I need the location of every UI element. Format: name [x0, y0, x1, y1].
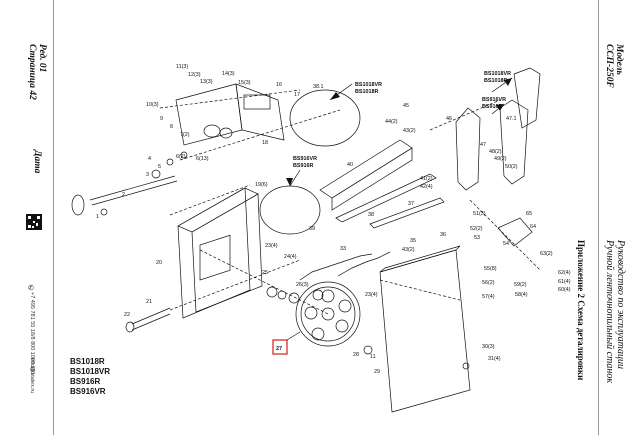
part-label: 65 — [526, 211, 532, 217]
part-label: 58(4) — [515, 292, 528, 298]
model-code: BS916VR — [70, 387, 106, 396]
part-label: 26(3) — [296, 282, 309, 288]
part-label: 53 — [474, 235, 480, 241]
part-label: 63(2) — [540, 251, 553, 257]
part-label: 19(6) — [255, 182, 268, 188]
part-label: 16 — [276, 82, 282, 88]
part-label: 46 — [446, 116, 452, 122]
part-label: 10(3) — [146, 102, 159, 108]
model-code: BS1018R — [70, 357, 105, 366]
qr-code-icon — [26, 214, 42, 230]
part-label: 15(3) — [238, 80, 251, 86]
part-label: 23(4) — [265, 243, 278, 249]
callout-mid-1: BS916VR — [293, 156, 317, 162]
callout-right2-2: BS916R — [482, 104, 502, 110]
callout-group: BS1018VR BS1018R BS916VR BS916R BS1018VR… — [276, 71, 511, 352]
part-label: 47 — [480, 142, 486, 148]
pulley-wheel — [295, 281, 361, 347]
highlighted-part-label: 27 — [276, 346, 282, 352]
part-label: 60(4) — [558, 287, 571, 293]
callout-right-1: BS1018VR — [484, 71, 511, 77]
part-label: 56(2) — [482, 280, 495, 286]
part-label: 48(2) — [489, 149, 502, 155]
part-label: 41(2) — [420, 176, 433, 182]
part-label: 8 — [170, 124, 173, 130]
part-labels: 11(3)12(3)13(3) 14(3)15(3) 16 17 18 10(3) 9 8 7(… — [96, 64, 571, 375]
part-label: 7(2) — [180, 132, 190, 138]
part-label: 12(3) — [188, 72, 201, 78]
model-code-list: BS1018R BS1018VR BS916R BS916VR — [70, 357, 110, 397]
part-label: 54 — [503, 241, 509, 247]
part-label: 2 — [122, 192, 125, 198]
model-code: BS916R — [70, 377, 101, 386]
model-code: BS1018VR — [70, 367, 111, 376]
part-label: 43(2) — [402, 247, 415, 253]
part-label: 57(4) — [482, 294, 495, 300]
part-label: 35 — [410, 238, 416, 244]
right-margin-rule — [598, 0, 599, 435]
part-label: 42(4) — [420, 184, 433, 190]
part-label: 43(2) — [403, 128, 416, 134]
part-label: 6(2) — [176, 154, 186, 160]
part-label: 49(2) — [494, 156, 507, 162]
callout-right2-1: BS916VR — [482, 97, 506, 103]
part-label: 22 — [124, 312, 130, 318]
part-label: 36 — [440, 232, 446, 238]
part-label: 13(3) — [200, 79, 213, 85]
part-label: 14(3) — [222, 71, 235, 77]
part-label: 52(2) — [470, 226, 483, 232]
part-label: 37 — [408, 201, 414, 207]
part-label: 47.1 — [506, 116, 517, 122]
part-label: 44(2) — [385, 119, 398, 125]
part-label: 23(4) — [365, 292, 378, 298]
callout-mid-2: BS916R — [293, 163, 313, 169]
callout-top-2: BS1018R — [355, 89, 378, 95]
callout-top-1: BS1018VR — [355, 82, 382, 88]
part-label: 30(3) — [482, 344, 495, 350]
part-label: 51(3) — [473, 211, 486, 217]
part-label: 21 — [146, 299, 152, 305]
part-label: 50(2) — [505, 164, 518, 170]
part-label: 9 — [160, 116, 163, 122]
callout-right-2: BS1018R — [484, 78, 507, 84]
part-label: 62(4) — [558, 270, 571, 276]
part-label: 6(13) — [196, 156, 209, 162]
part-label: 40 — [347, 162, 353, 168]
part-label: 38.1 — [313, 84, 324, 90]
part-label: 1 — [96, 214, 99, 220]
part-label: 33 — [340, 246, 346, 252]
highlight-box — [272, 339, 288, 355]
frame-body — [177, 187, 251, 319]
part-label: 39 — [309, 226, 315, 232]
phone-icon: ✆ — [28, 284, 34, 292]
part-label: 24(4) — [284, 254, 297, 260]
part-label: 28 — [353, 352, 359, 358]
part-label: 38 — [368, 212, 374, 218]
part-label: 11(3) — [176, 64, 188, 70]
part-label: 11 — [370, 354, 376, 360]
part-label: 61(4) — [558, 279, 571, 285]
detail-ellipse-top — [289, 89, 361, 147]
part-label: 4 — [148, 156, 151, 162]
part-label: 64 — [530, 224, 536, 230]
part-label: 5 — [158, 164, 161, 170]
left-margin-rule — [53, 0, 54, 435]
cover-plate — [379, 249, 471, 413]
part-label: 25 — [262, 270, 268, 276]
part-label: 18 — [262, 140, 268, 146]
part-label: 17 — [294, 92, 300, 98]
part-label: 29 — [374, 369, 380, 375]
part-label: 3 — [146, 172, 149, 178]
part-label: 31(4) — [488, 356, 501, 362]
part-label: 59(2) — [514, 282, 527, 288]
part-label: 55(8) — [484, 266, 497, 272]
part-label: 45 — [403, 103, 409, 109]
part-label: 20 — [156, 260, 162, 266]
